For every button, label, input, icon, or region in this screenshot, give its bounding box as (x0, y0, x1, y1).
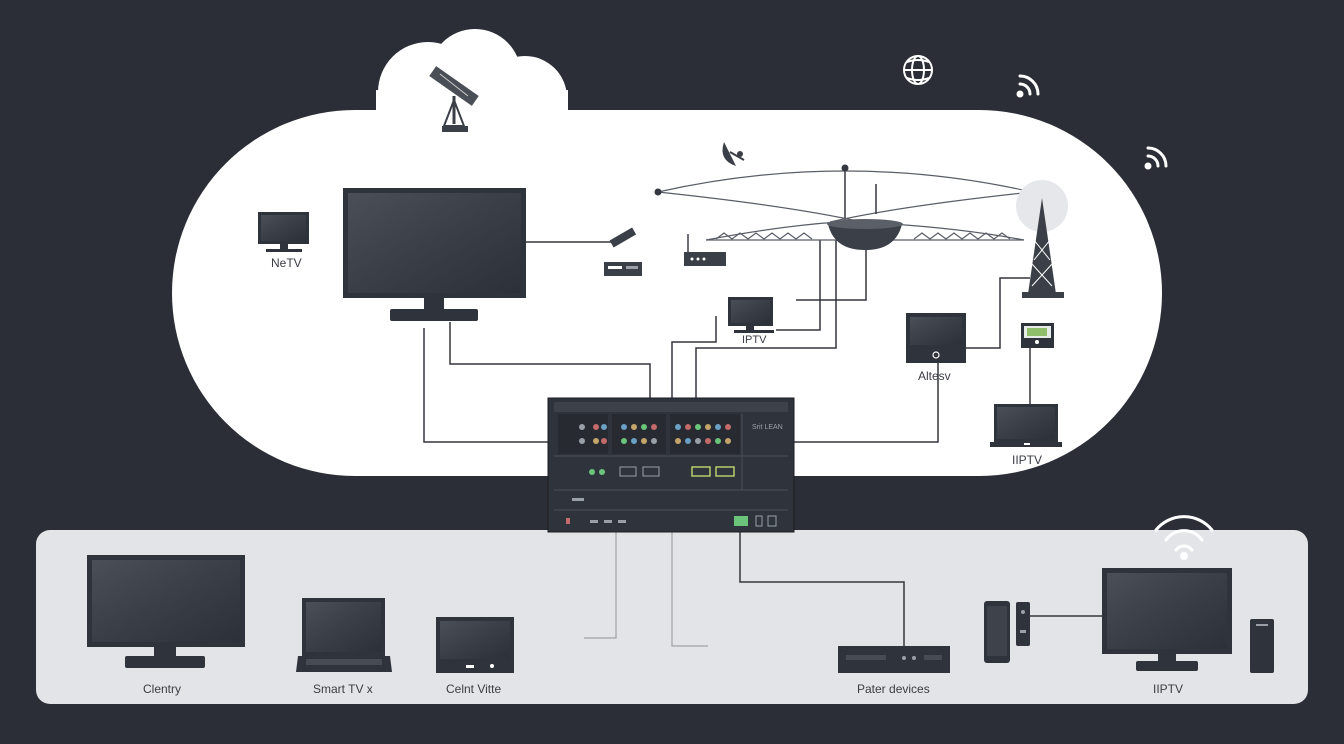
bottom-router (838, 646, 950, 673)
wifi-icon-bottom (1154, 515, 1214, 560)
label-right-box: Altesv (918, 369, 951, 383)
label-bottom-tv: Clentry (143, 682, 182, 696)
label-bottom-laptop: Smart TV x (313, 682, 373, 696)
label-center-monitor: IPTV (742, 334, 767, 346)
bottom-box-monitor (436, 617, 514, 673)
small-dish-icon (722, 142, 745, 166)
center-monitor (728, 297, 774, 333)
wifi-icon-top (1016, 74, 1040, 98)
usb-dongle-icon (609, 227, 637, 248)
label-bottom-right-tv: IIPTV (1153, 682, 1184, 696)
hub-ports (566, 424, 777, 527)
cell-tower-icon (1016, 180, 1068, 298)
smartphone-icon (984, 601, 1010, 663)
bottom-tv (87, 555, 245, 668)
wifi-icon-right (1144, 146, 1168, 170)
receiver-icon (1021, 323, 1054, 348)
label-right-laptop: IIPTV (1012, 453, 1043, 467)
bottom-laptop (296, 598, 392, 672)
set-top-box-small (604, 262, 642, 276)
bottom-right-tv (1102, 568, 1232, 671)
small-monitor-left (258, 212, 309, 252)
label-bottom-router: Pater devices (857, 682, 930, 696)
media-stick-icon (1250, 619, 1274, 673)
right-laptop (990, 404, 1062, 447)
satellite-dish-icon (827, 184, 903, 250)
central-hub (547, 397, 795, 533)
hub-panel-label: Srit LEAN (752, 424, 783, 431)
remote-icon (1016, 602, 1030, 646)
globe-icon (903, 55, 933, 85)
router-small (684, 234, 726, 266)
right-media-box (906, 313, 966, 363)
label-top-left-monitor: NeTV (271, 256, 302, 270)
label-bottom-box: Celnt Vitte (446, 682, 502, 696)
large-tv (343, 188, 526, 321)
connection-lines (423, 168, 1104, 646)
faint-lines (584, 532, 708, 647)
satellite-icon (429, 66, 479, 132)
